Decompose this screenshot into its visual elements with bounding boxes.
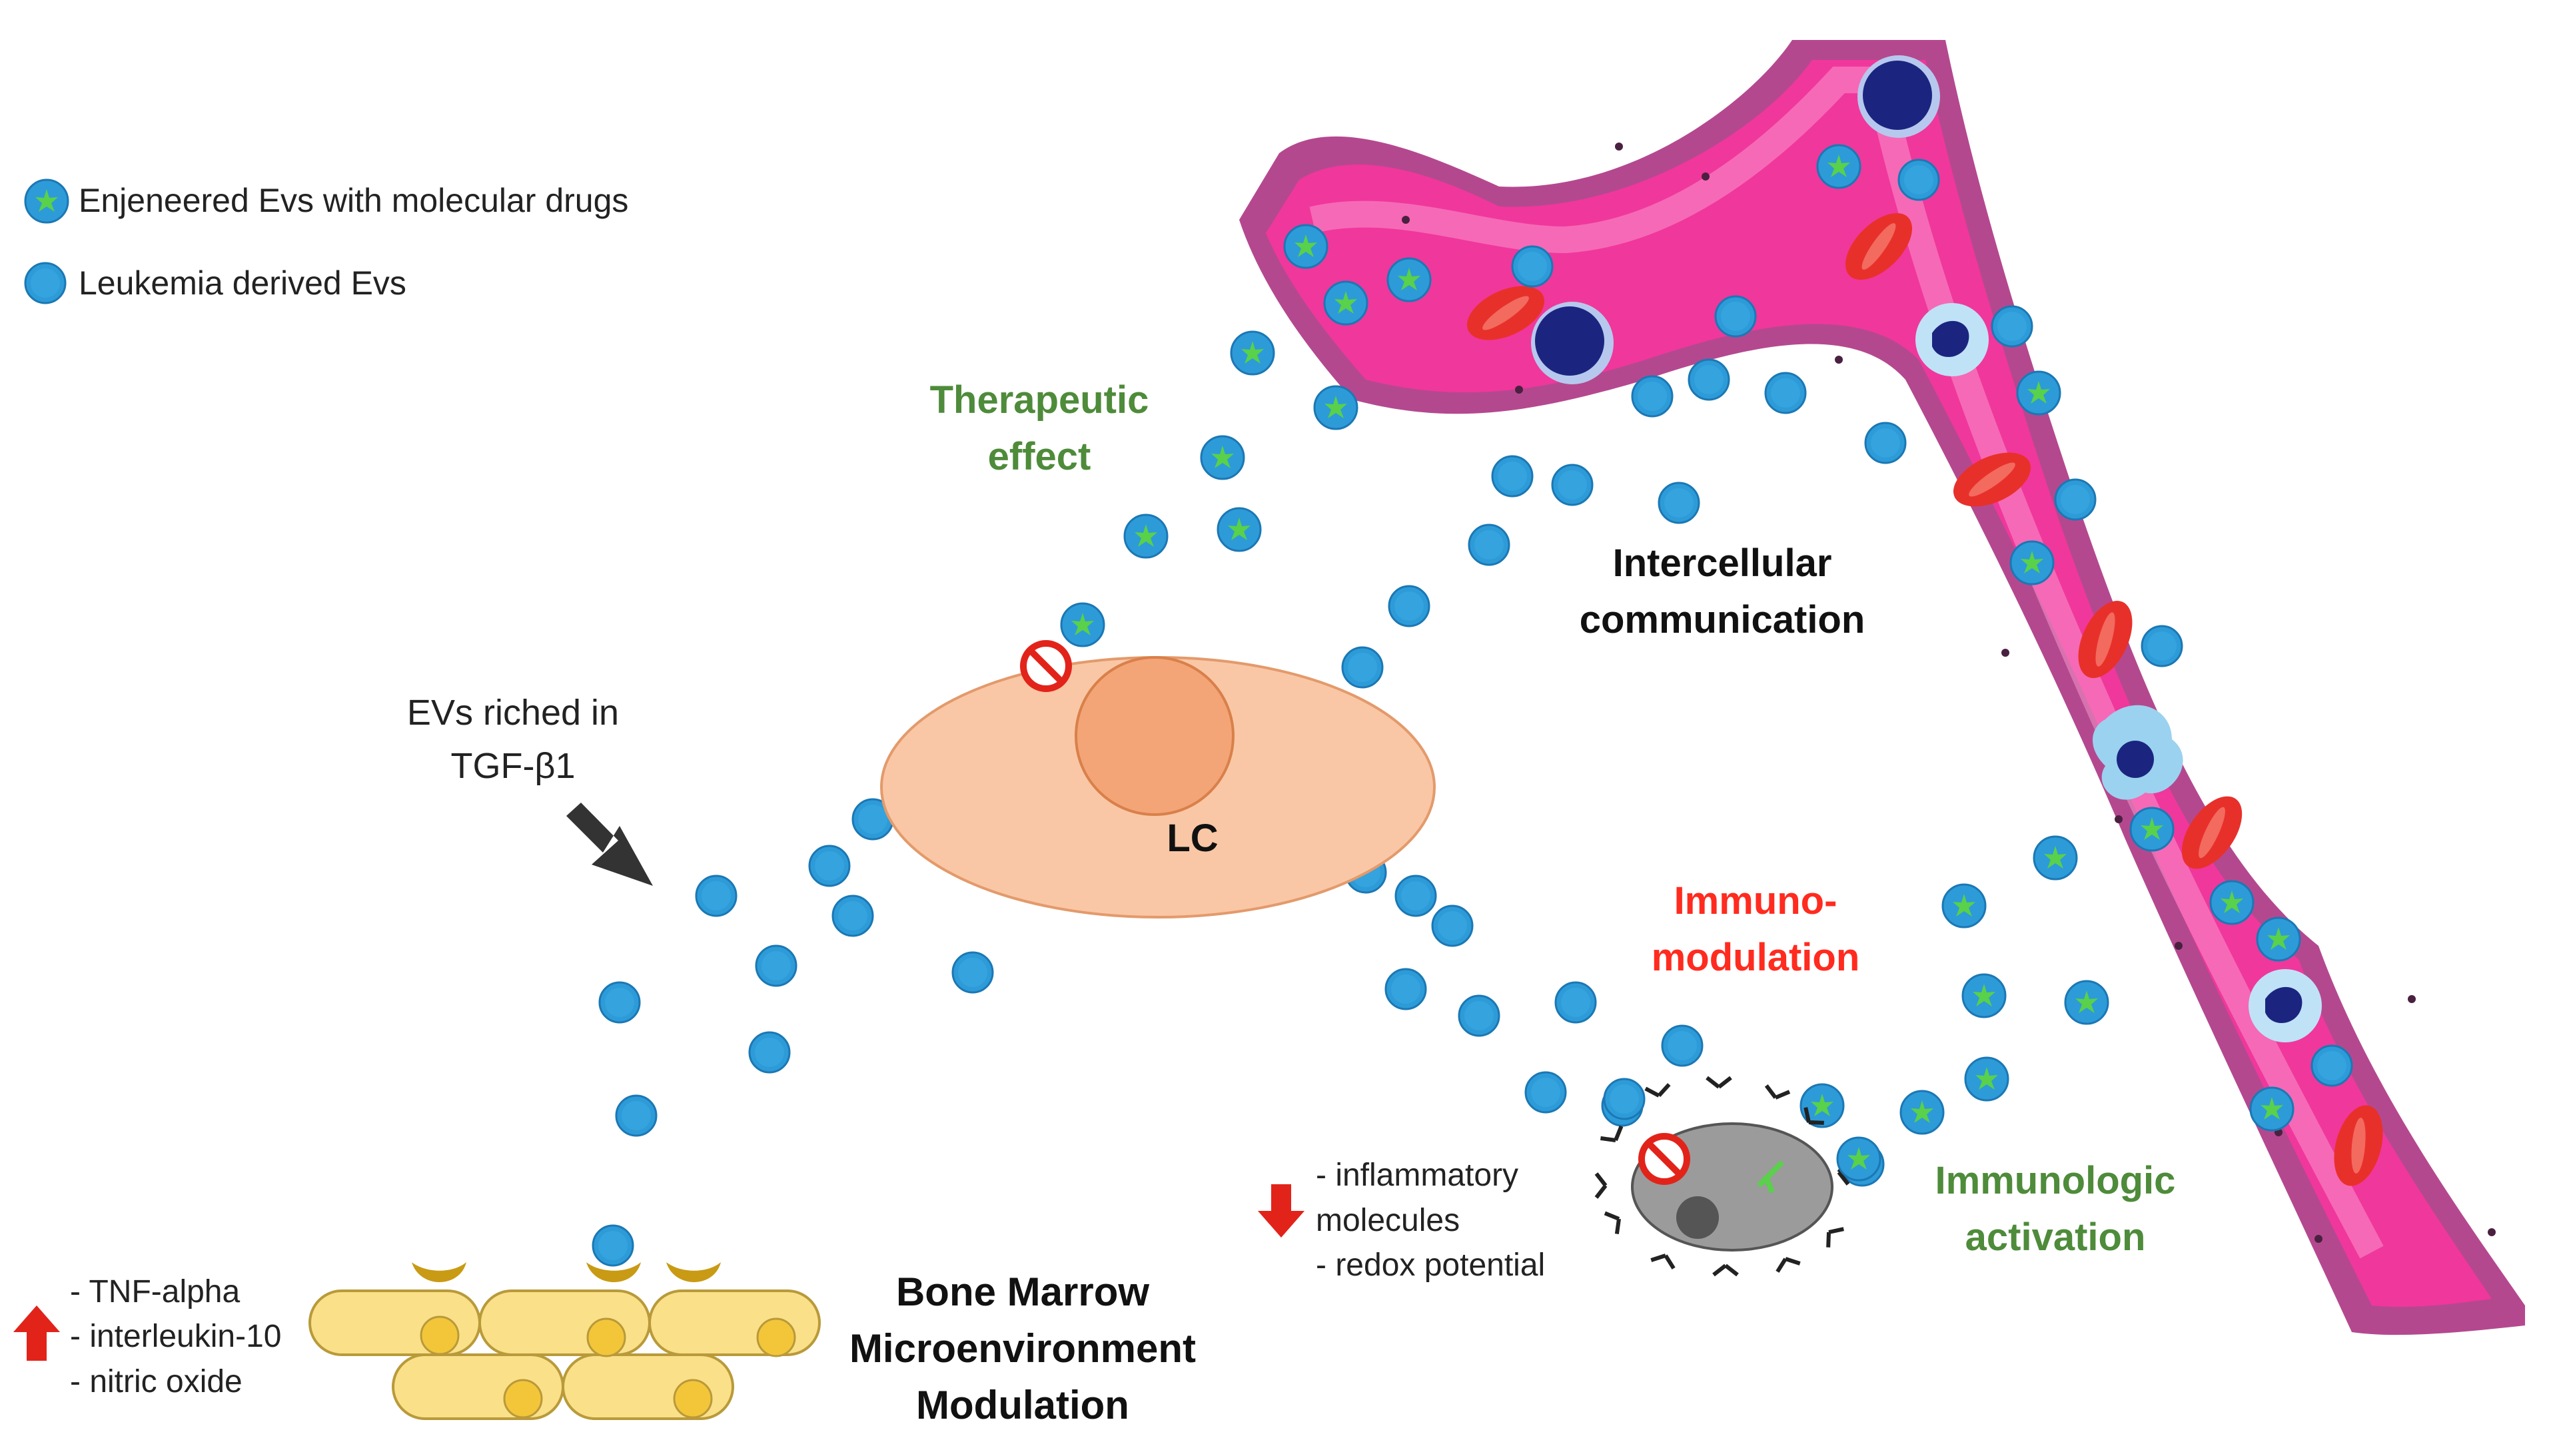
immune-no-entry-icon — [1642, 1136, 1687, 1182]
intercellular-label-1: Intercellular — [1613, 542, 1832, 585]
red-up-arrow — [13, 1305, 60, 1361]
leukemia-cell-nucleus — [1075, 656, 1235, 816]
up-list-item: - interleukin-10 — [70, 1319, 281, 1354]
bone-marrow-label-1: Bone Marrow — [896, 1270, 1149, 1314]
down-list-item: molecules — [1316, 1203, 1460, 1238]
ev-trail-immuno — [1344, 851, 1704, 1127]
bone-marrow-label-2: Microenvironment — [849, 1326, 1196, 1371]
bone-marrow-label-3: Modulation — [916, 1383, 1129, 1427]
neutrophil-2 — [2249, 969, 2322, 1042]
red-down-arrow — [1258, 1184, 1304, 1238]
legend: Enjeneered Evs with molecular drugs Leuk… — [24, 179, 628, 304]
therapeutic-label-1: Therapeutic — [930, 378, 1149, 422]
neutrophil-1 — [1915, 303, 1989, 376]
therapeutic-label-2: effect — [988, 435, 1091, 478]
immunologic-label-1: Immunologic — [1935, 1159, 2176, 1202]
down-list-item: - redox potential — [1316, 1248, 1545, 1283]
legend-engineered-label: Enjeneered Evs with molecular drugs — [79, 182, 628, 219]
ev-trail-immunologic — [1799, 835, 2109, 1187]
blood-vessel — [1239, 40, 2525, 1335]
up-list-item: - TNF-alpha — [70, 1274, 240, 1309]
leukemia-cell: LC — [880, 643, 1436, 918]
monocyte — [2093, 705, 2183, 800]
immuno-label-1: Immuno- — [1674, 879, 1837, 922]
legend-engineered-ev-icon — [24, 179, 69, 224]
up-list-item: - nitric oxide — [70, 1364, 243, 1399]
immune-cell — [1596, 1078, 1881, 1275]
tgf-arrow — [566, 803, 653, 886]
immuno-label-2: modulation — [1652, 936, 1860, 979]
evs-riched-label-2: TGF-β1 — [450, 746, 575, 786]
legend-leukemia-ev-icon — [24, 262, 67, 304]
immunologic-label-2: activation — [1965, 1216, 2146, 1259]
bone-marrow-cells — [308, 1224, 821, 1420]
down-list-item: - inflammatory — [1316, 1158, 1518, 1193]
intercellular-label-2: communication — [1580, 598, 1865, 641]
lc-label: LC — [1167, 817, 1218, 860]
leukocyte-mid — [1531, 302, 1614, 384]
leukocyte-large — [1857, 55, 1940, 138]
evs-riched-label-1: EVs riched in — [407, 693, 619, 733]
legend-leukemia-label: Leukemia derived Evs — [79, 264, 406, 302]
no-entry-icon — [1023, 643, 1069, 689]
